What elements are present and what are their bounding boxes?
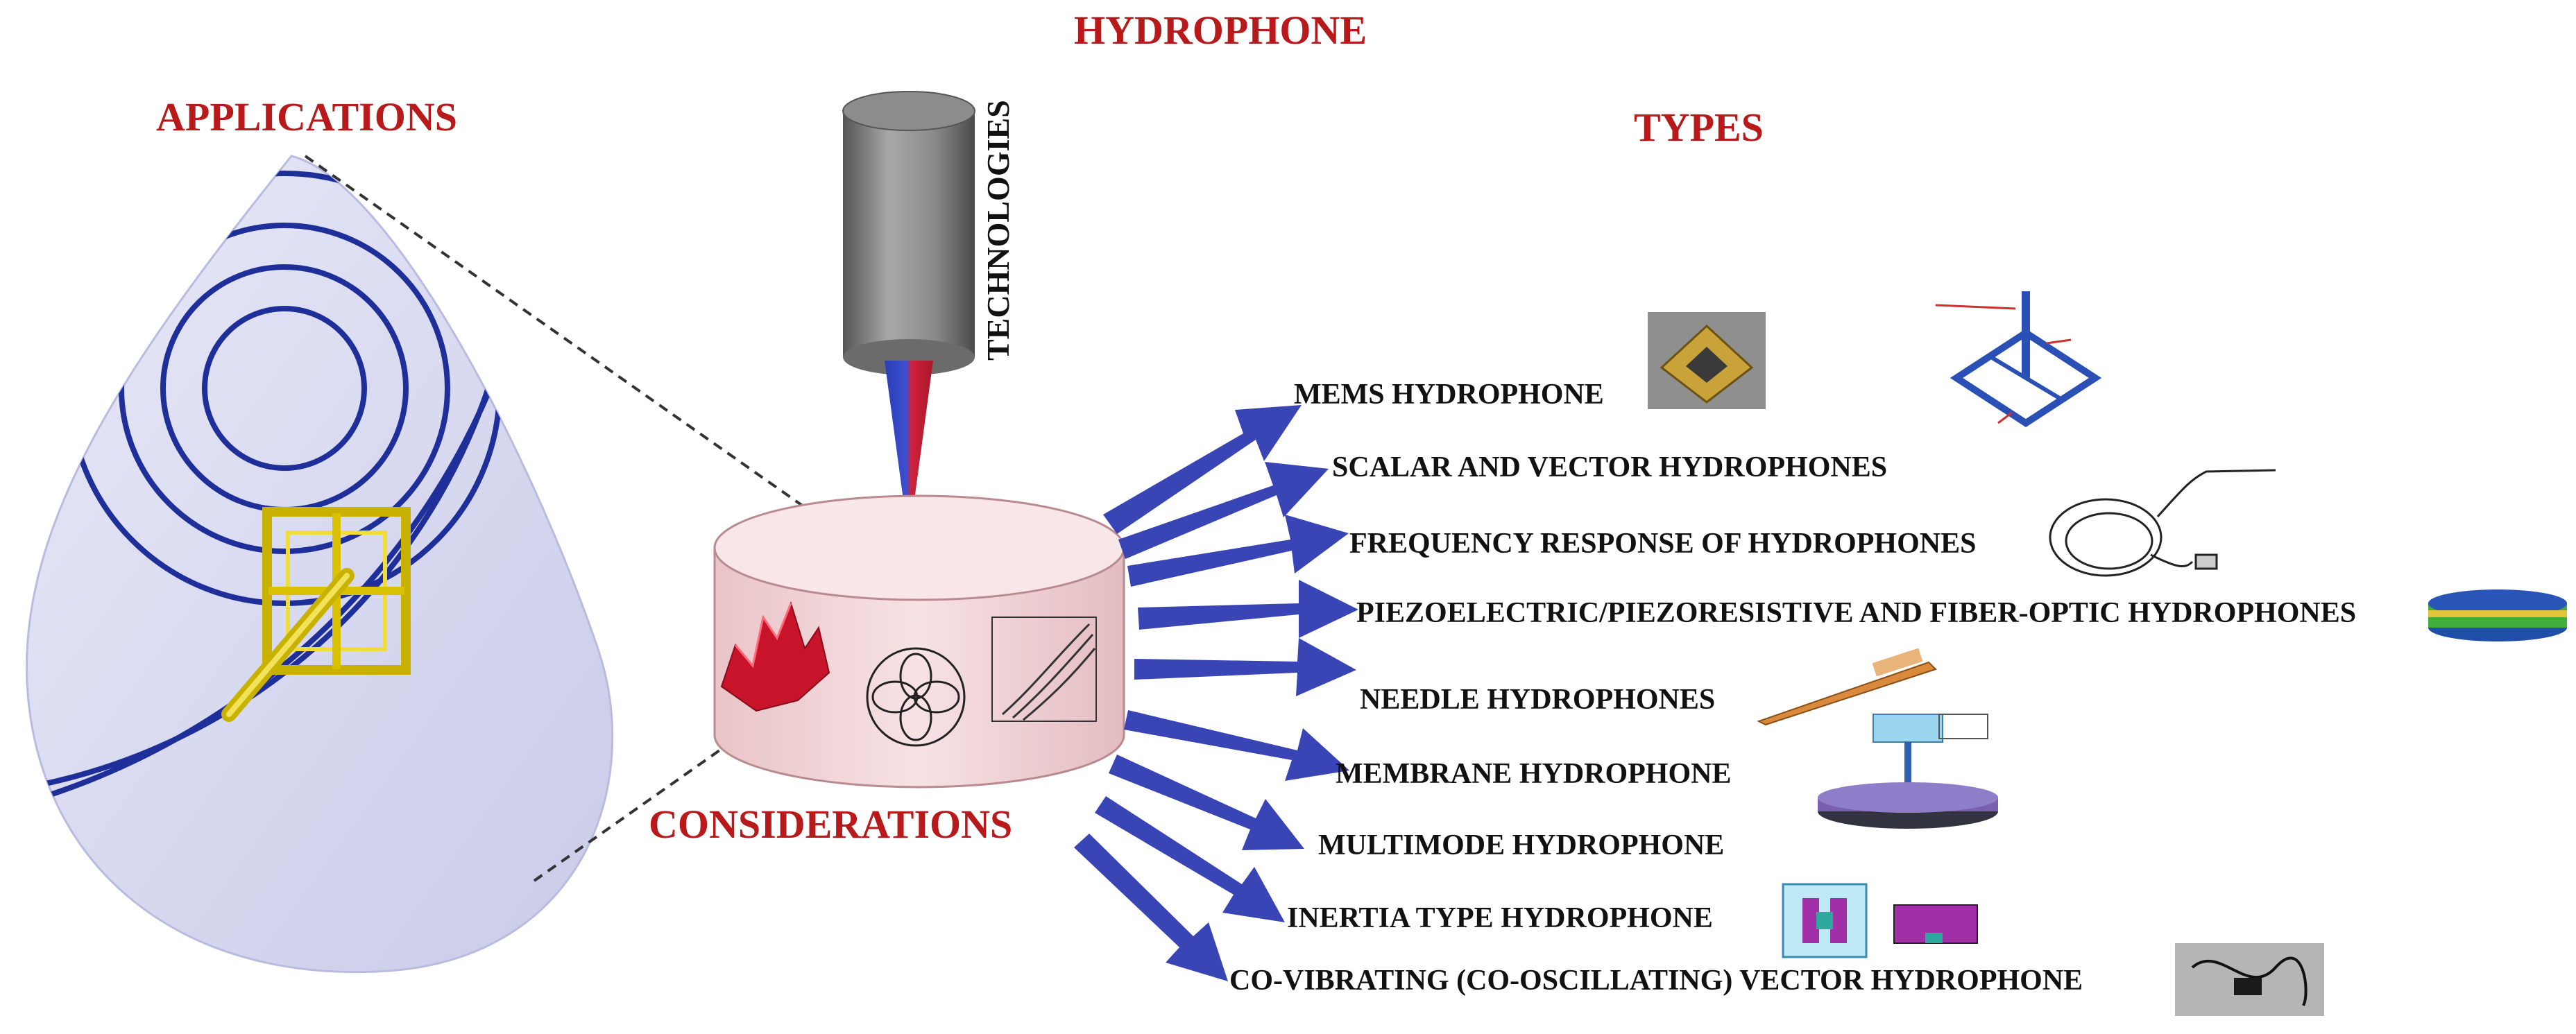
type-label-inertia: INERTIA TYPE HYDROPHONE	[1287, 902, 1713, 934]
arrow-3	[1127, 515, 1349, 587]
connector-line-top	[304, 155, 810, 511]
diagram-title: HYDROPHONE	[1074, 8, 1367, 53]
mems-chip-thumbnail	[1648, 312, 1766, 409]
membrane-structure-diagram	[1818, 714, 1998, 829]
type-label-mems: MEMS HYDROPHONE	[1294, 379, 1604, 411]
type-label-needle: NEEDLE HYDROPHONES	[1360, 684, 1716, 716]
technologies-label: TECHNOLOGIES	[980, 100, 1016, 361]
applications-heading: APPLICATIONS	[156, 94, 457, 139]
arrow-4	[1138, 580, 1358, 638]
surface-plot-thumbnail	[720, 601, 830, 712]
arrow-1	[1103, 405, 1302, 534]
layered-disk-thumbnail	[2428, 589, 2567, 641]
drop-shape	[26, 155, 614, 973]
polar-directivity-thumbnail	[866, 647, 966, 747]
cable-sensor-thumbnail	[2049, 469, 2276, 577]
inertia-device-thumbnail	[1782, 883, 1978, 958]
technologies-cylinder	[842, 91, 975, 541]
needle-sensor-thumbnail	[1757, 648, 1937, 726]
considerations-disk	[713, 494, 1125, 789]
arrow-6	[1124, 710, 1349, 781]
type-label-frequency-response: FREQUENCY RESPONSE OF HYDROPHONES	[1349, 528, 1977, 560]
frequency-curve-thumbnail	[991, 617, 1097, 722]
arrow-7	[1109, 755, 1304, 850]
type-arrows	[1074, 405, 1358, 981]
mems-sensor-illustration	[221, 507, 411, 722]
probe-tip	[885, 361, 933, 541]
type-label-membrane: MEMBRANE HYDROPHONE	[1336, 758, 1732, 790]
type-label-multimode: MULTIMODE HYDROPHONE	[1318, 829, 1725, 861]
mems-structure-diagram	[1935, 291, 2102, 427]
types-heading: TYPES	[1634, 105, 1764, 150]
arrow-9	[1074, 834, 1228, 981]
applications-drop	[26, 155, 614, 973]
covibrating-photo-thumbnail	[2175, 943, 2324, 1016]
arrow-8	[1095, 796, 1285, 922]
arrow-2	[1118, 462, 1329, 559]
type-label-scalar-vector: SCALAR AND VECTOR HYDROPHONES	[1332, 451, 1888, 483]
connector-line-bottom	[533, 748, 723, 882]
arrow-5	[1134, 638, 1356, 696]
considerations-heading: CONSIDERATIONS	[649, 802, 1013, 847]
type-label-covibrating: CO-VIBRATING (CO-OSCILLATING) VECTOR HYD…	[1229, 965, 2083, 997]
type-label-piezo-fiber-optic: PIEZOELECTRIC/PIEZORESISTIVE AND FIBER-O…	[1356, 597, 2357, 629]
